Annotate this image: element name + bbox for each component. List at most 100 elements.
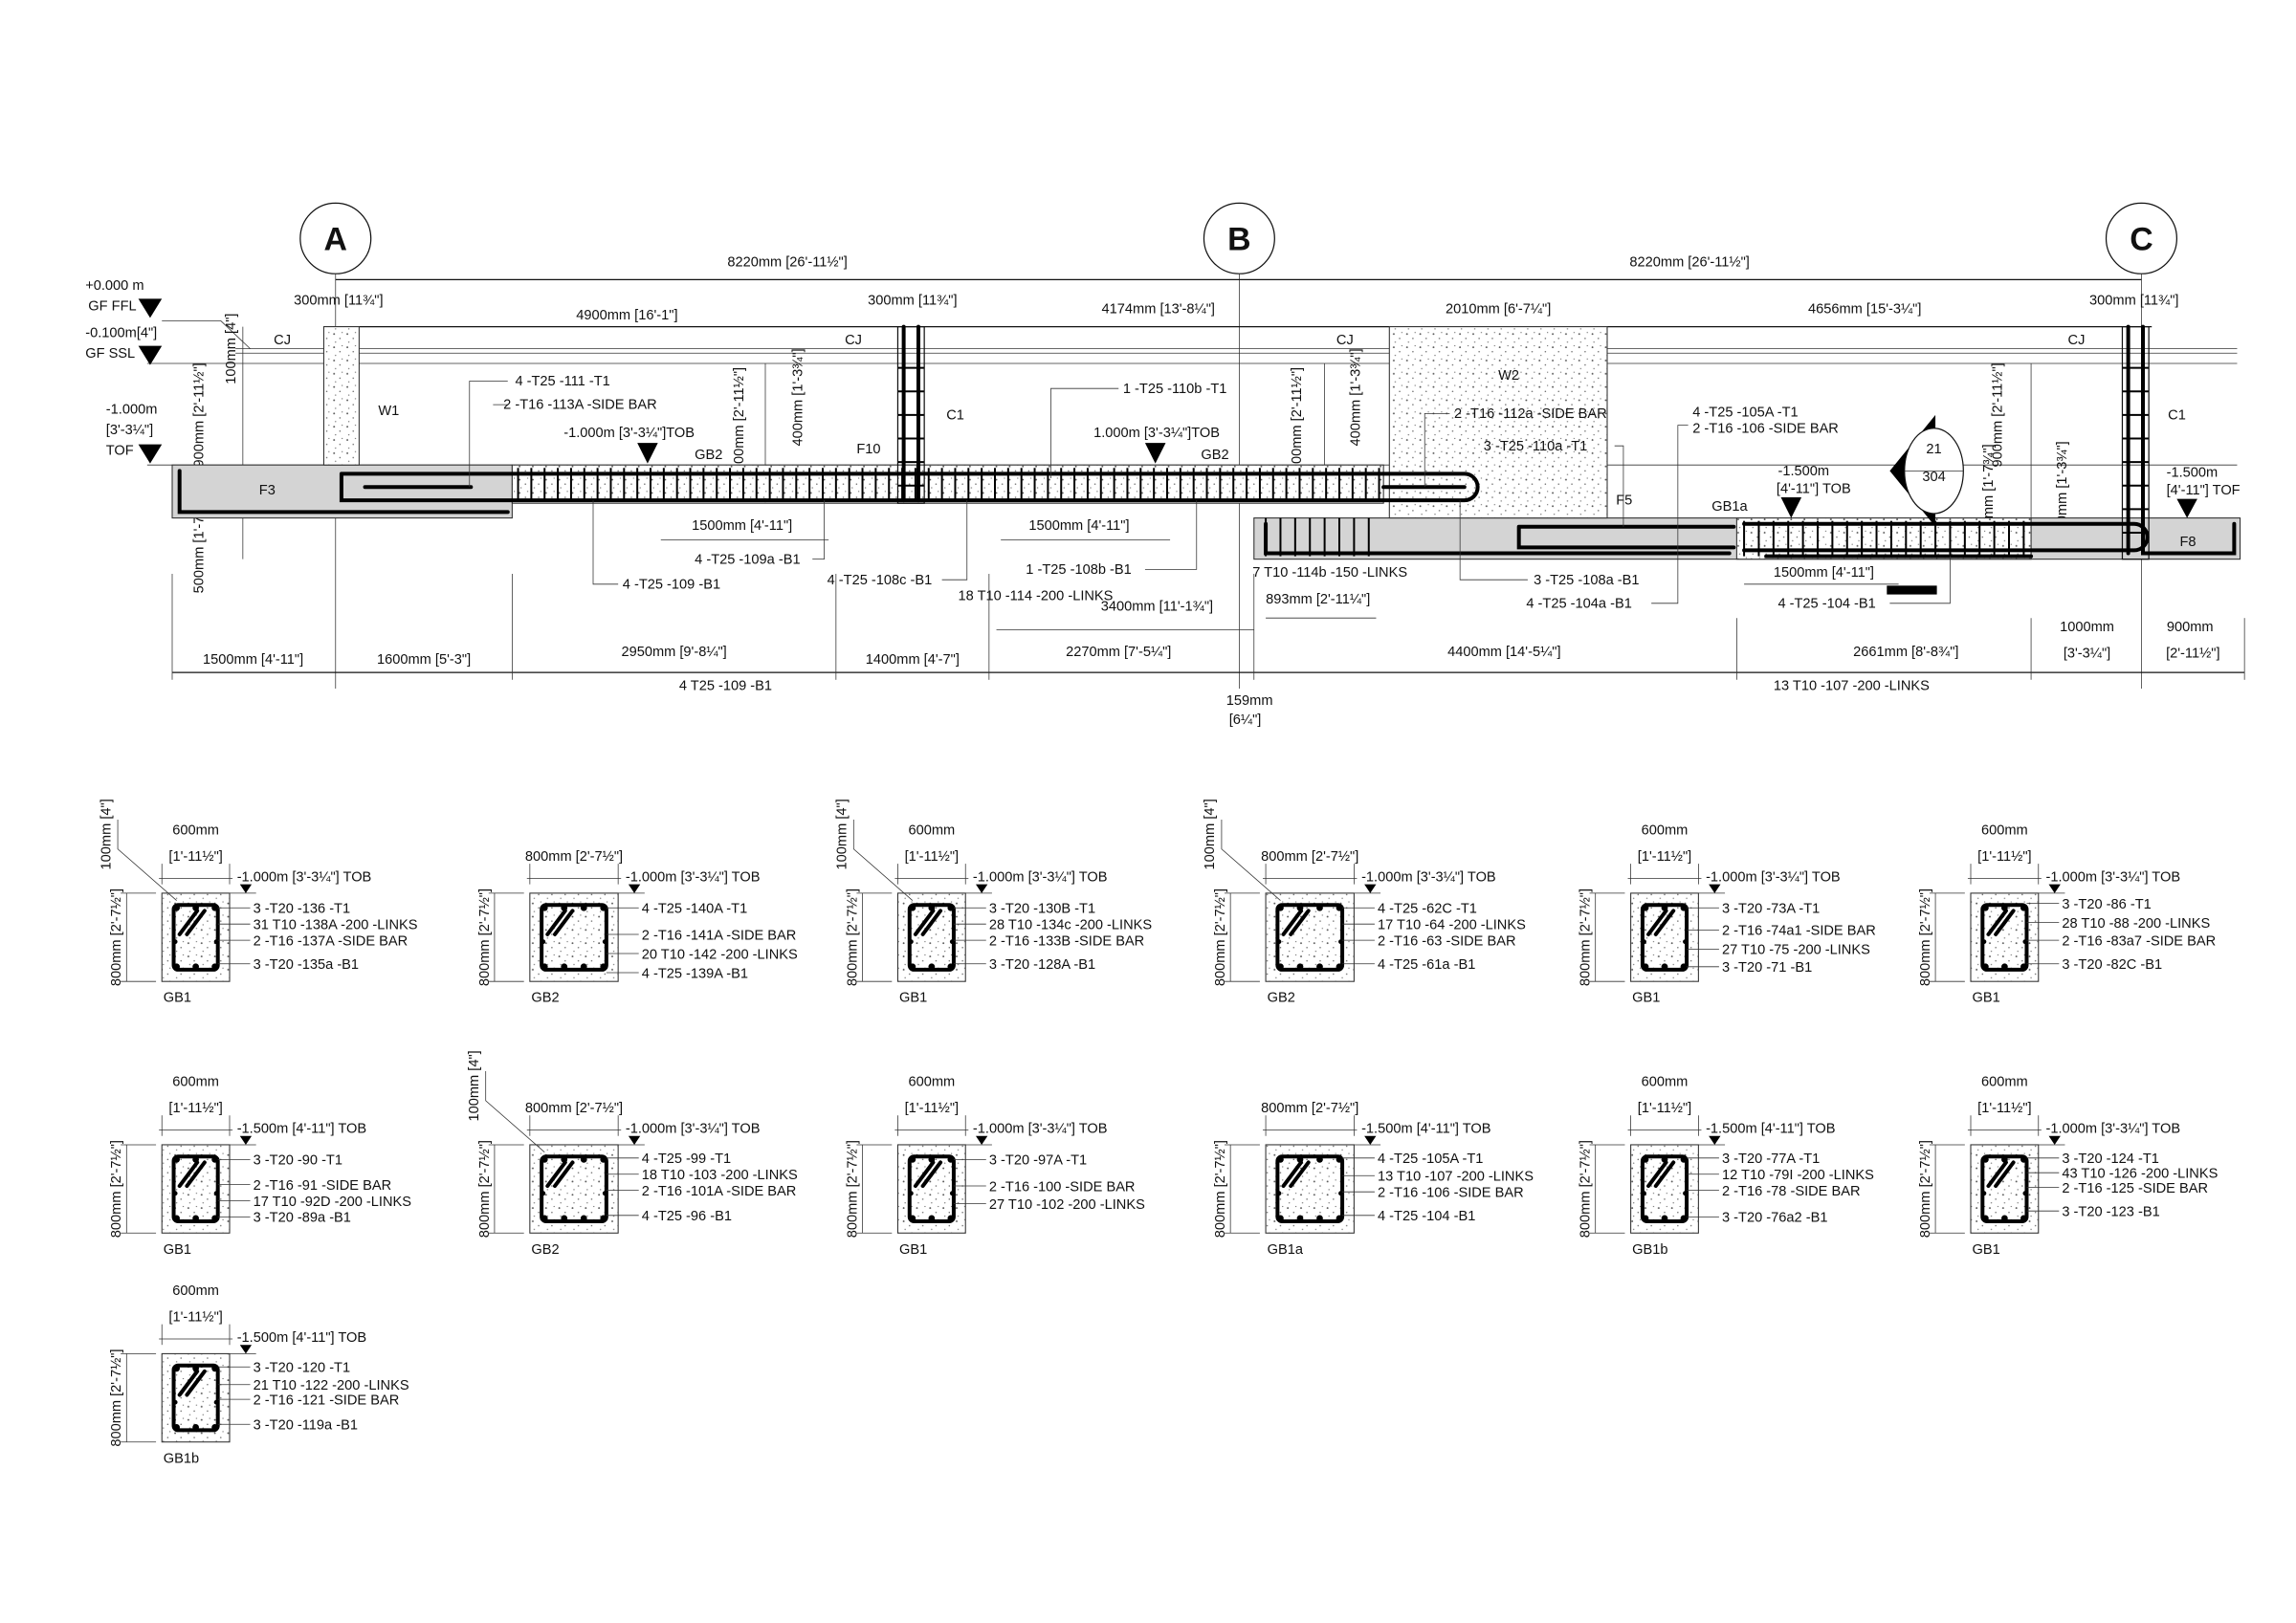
bottom-bar xyxy=(561,963,568,971)
lap-dim: 1500mm [4'-11"] xyxy=(1028,518,1129,534)
side-bar xyxy=(213,1399,219,1405)
section-callout: 3 -T20 -135a -B1 xyxy=(254,957,359,973)
label-w2: W2 xyxy=(1498,368,1519,384)
cover-dim: 100mm [4"] xyxy=(835,799,850,869)
link-hook xyxy=(185,1160,207,1189)
dim: 2270mm [7'-5¼"] xyxy=(1066,645,1171,660)
section-callout: 20 T10 -142 -200 -LINKS xyxy=(642,947,798,962)
dim: [6¼"] xyxy=(1229,713,1262,728)
top-bar xyxy=(1277,1155,1284,1163)
bottom-bar xyxy=(1982,963,1989,971)
level-triangle-icon xyxy=(239,1345,253,1354)
link-hook xyxy=(553,1160,575,1189)
section-callout: 17 T10 -92D -200 -LINKS xyxy=(254,1195,412,1210)
label-c1: C1 xyxy=(2168,407,2186,423)
level-triangle-icon xyxy=(628,884,641,893)
top-bar xyxy=(1982,904,1989,911)
bottom-bar xyxy=(192,1423,199,1431)
tof-label: [4'-11"] TOF xyxy=(2167,483,2241,498)
bottom-bar xyxy=(600,1215,607,1222)
section-depth: 800mm [2'-7½"] xyxy=(845,1140,860,1238)
link-hook xyxy=(920,1160,943,1189)
side-bar xyxy=(1981,939,1987,945)
side-bar xyxy=(213,939,219,945)
beam-elevation: A B C 8220mm [26'-11½"] 8220mm [26'-11½"… xyxy=(85,202,2245,728)
section-callout: 2 -T16 -137A -SIDE BAR xyxy=(254,934,408,950)
section-gb1: 600mm[1'-11½"]-1.000m [3'-3¼"] TOB800mm … xyxy=(835,799,1153,1005)
top-bar xyxy=(600,904,607,911)
link-hook xyxy=(1646,1160,1668,1189)
bottom-bar xyxy=(2001,963,2008,971)
label-f3: F3 xyxy=(259,483,276,498)
column-c1 xyxy=(896,325,925,504)
upper-dim: 4900mm [16'-1"] xyxy=(576,308,677,323)
level-triangle-icon xyxy=(1709,1135,1721,1145)
side-bar xyxy=(1981,1191,1987,1196)
ssl-name: GF SSL xyxy=(85,346,135,362)
section-name: GB1 xyxy=(899,991,927,1006)
section-level: -1.500m [4'-11"] TOB xyxy=(1706,1122,1835,1137)
tob-label: -1.000m [3'-3¼"]TOB xyxy=(563,426,695,441)
bottom-bar xyxy=(1642,1215,1649,1222)
links-callout: 18 T10 -114 -200 -LINKS xyxy=(959,589,1114,604)
bottom-bar xyxy=(2020,963,2027,971)
section-width: 600mm xyxy=(172,1074,219,1089)
section-callout: 18 T10 -103 -200 -LINKS xyxy=(642,1168,798,1183)
section-depth: 800mm [2'-7½"] xyxy=(1213,1140,1228,1238)
beam-gb2 xyxy=(511,464,1384,504)
dim: [3'-3¼"] xyxy=(2064,647,2110,662)
bottom-bar xyxy=(173,1215,180,1222)
side-bar xyxy=(172,939,178,945)
link-hook xyxy=(553,909,575,936)
bottom-bar xyxy=(173,963,180,971)
dim-900: 900mm [2'-11½"] xyxy=(732,367,747,472)
section-callout: 4 -T25 -140A -T1 xyxy=(642,902,747,917)
bottom-bar xyxy=(2020,1215,2027,1222)
section-callout: 3 -T20 -130B -T1 xyxy=(989,902,1095,917)
span-dim: 8220mm [26'-11½"] xyxy=(1629,255,1749,271)
section-callout: 28 T10 -88 -200 -LINKS xyxy=(2062,916,2210,932)
dim-500: 500mm [1'-7¾"] xyxy=(1981,444,1997,541)
wall-w2 xyxy=(1388,326,1608,519)
label-gb1a: GB1a xyxy=(1711,499,1748,515)
bar-callout: 4 -T25 -105A -T1 xyxy=(1692,405,1798,420)
section-depth: 800mm [2'-7½"] xyxy=(477,1140,493,1238)
top-bar xyxy=(2020,1155,2027,1163)
col-dim: 300mm [11¾"] xyxy=(294,294,383,309)
level-triangle-icon xyxy=(138,345,163,365)
section-gb1: 600mm[1'-11½"]-1.000m [3'-3¼"] TOB800mm … xyxy=(1918,1074,2219,1257)
label-gb2: GB2 xyxy=(1201,448,1228,463)
link-hook xyxy=(1646,909,1668,936)
section-gb1b: 600mm[1'-11½"]-1.500m [4'-11"] TOB800mm … xyxy=(109,1283,409,1466)
level-triangle-icon xyxy=(239,1135,253,1145)
section-name: GB1 xyxy=(1973,1242,2000,1258)
section-level: -1.000m [3'-3¼"] TOB xyxy=(2045,1122,2180,1137)
bar-callout: 3 -T25 -110a -T1 xyxy=(1484,439,1588,454)
bottom-bar xyxy=(1316,1215,1323,1222)
top-bar xyxy=(173,904,180,911)
section-callout: 43 T10 -126 -200 -LINKS xyxy=(2062,1167,2218,1182)
section-callout: 3 -T20 -76a2 -B1 xyxy=(1722,1211,1827,1226)
section-width-imperial: [1'-11½"] xyxy=(168,849,222,865)
top-bar xyxy=(211,904,218,911)
section-width: 800mm [2'-7½"] xyxy=(1261,849,1358,865)
top-bar xyxy=(541,904,548,911)
section-callout: 2 -T16 -100 -SIDE BAR xyxy=(989,1179,1136,1195)
section-marker[interactable]: 21 304 xyxy=(1889,414,1964,527)
link-hook xyxy=(1994,909,2016,936)
dim: 2950mm [9'-8¼"] xyxy=(621,645,726,660)
link-bar xyxy=(1275,903,1345,972)
section-width: 800mm [2'-7½"] xyxy=(1261,1101,1358,1116)
label-f10: F10 xyxy=(856,442,880,457)
bar-callout: 3 -T25 -108a -B1 xyxy=(1534,573,1639,588)
top-bar xyxy=(211,1365,218,1372)
section-callout: 3 -T20 -124 -T1 xyxy=(2062,1151,2159,1167)
callouts-bottom: 1500mm [4'-11"] 1500mm [4'-11"] 4 -T25 -… xyxy=(592,500,1951,630)
section-width-imperial: [1'-11½"] xyxy=(1638,1101,1691,1116)
link-hook xyxy=(185,1369,207,1397)
section-depth: 800mm [2'-7½"] xyxy=(845,888,860,986)
bottom-bar xyxy=(1336,963,1343,971)
top-bar xyxy=(1316,1155,1323,1163)
top-bar xyxy=(947,904,955,911)
dim: 1600mm [5'-3"] xyxy=(377,652,471,668)
